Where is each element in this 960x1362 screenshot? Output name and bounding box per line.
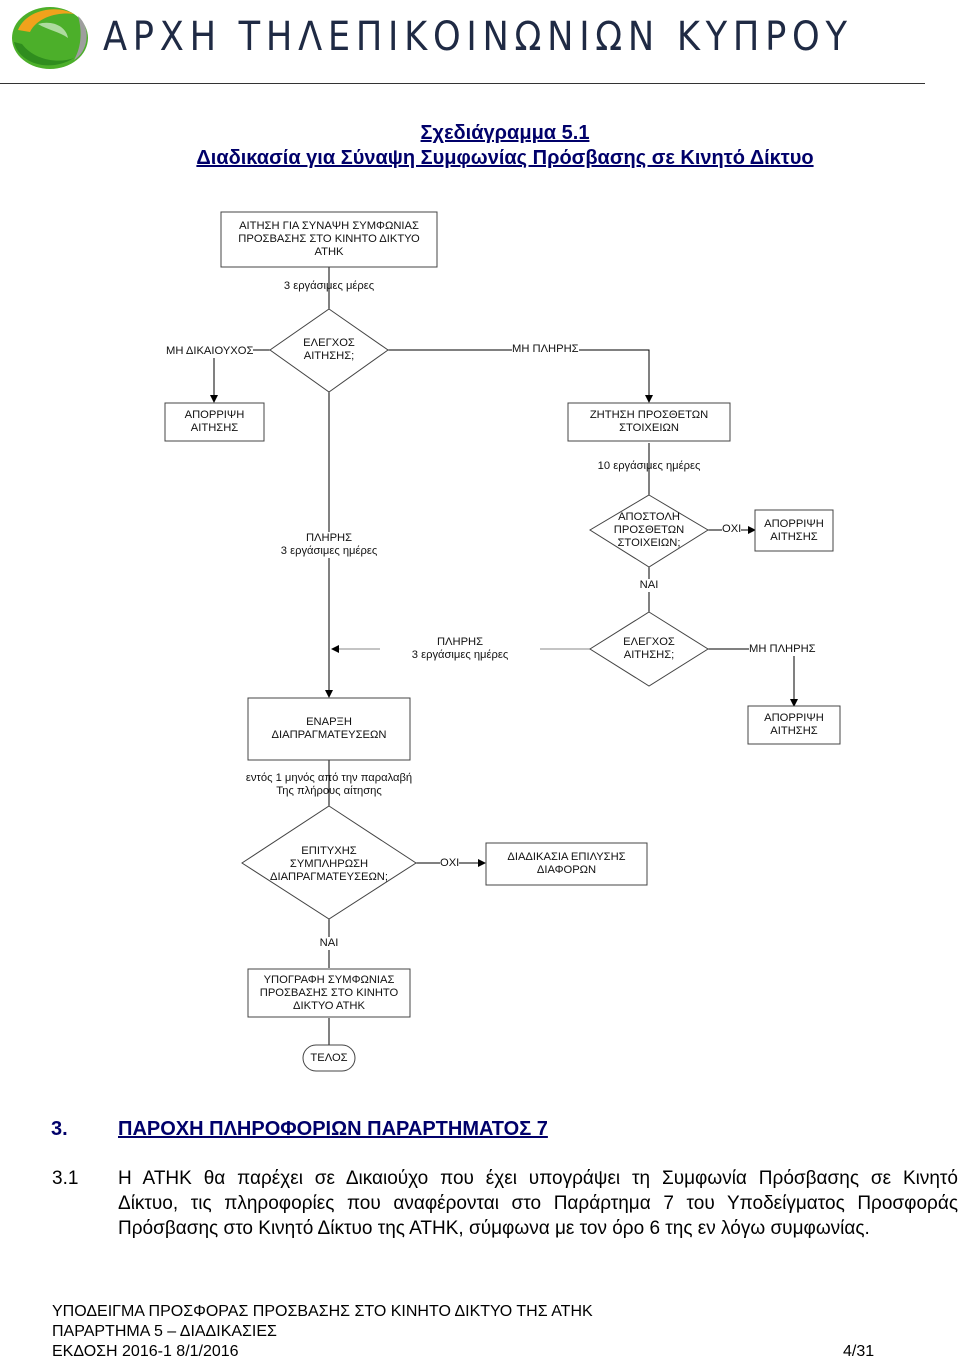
node-text: ΑΙΤΗΣΗΣ — [770, 725, 818, 737]
node-text: ΔΙΑΦΟΡΩΝ — [536, 864, 597, 876]
start-negotiations-box: ΕΝΑΡΞΗ ΔΙΑΠΡΑΓΜΑΤΕΥΣΕΩΝ — [248, 698, 410, 760]
label-line: ΠΛΗΡΗΣ — [305, 532, 353, 544]
request-more-data-box: ΖΗΤΗΣΗ ΠΡΟΣΘΕΤΩΝ ΣΤΟΙΧΕΙΩΝ — [568, 403, 730, 441]
label-not-complete-2: ΜΗ ΠΛΗΡΗΣ — [749, 643, 816, 656]
node-text: ΣΥΜΠΛΗΡΩΣΗ — [289, 857, 369, 870]
label-complete-2: ΠΛΗΡΗΣ 3 εργάσιμες ημέρες — [380, 636, 540, 662]
node-text: ΕΝΑΡΞΗ — [306, 716, 352, 728]
label-no-1: ΟΧΙ — [722, 523, 742, 536]
node-text: ΣΤΟΙΧΕΙΩΝ; — [617, 536, 681, 549]
successful-completion-decision: ΕΠΙΤΥΧΗΣ ΣΥΜΠΛΗΡΩΣΗ ΔΙΑΠΡΑΓΜΑΤΕΥΣΕΩΝ; — [250, 843, 408, 885]
flowchart-connectors — [164, 211, 841, 1072]
label-no-2: ΟΧΙ — [440, 857, 460, 870]
application-box: ΑΙΤΗΣΗ ΓΙΑ ΣΥΝΑΨΗ ΣΥΜΦΩΝΙΑΣ ΠΡΟΣΒΑΣΗΣ ΣΤ… — [221, 212, 437, 267]
end-terminal: ΤΕΛΟΣ — [310, 1051, 348, 1064]
paragraph-number: 3.1 — [52, 1168, 79, 1189]
label-yes-2: ΝΑΙ — [309, 937, 349, 950]
organization-title: ΑΡΧΗ ΤΗΛΕΠΙΚΟΙΝΩΝΙΩΝ ΚΥΠΡΟΥ — [103, 14, 853, 60]
label-line: 3 εργάσιμες ημέρες — [280, 545, 378, 557]
node-text: ΥΠΟΓΡΑΦΗ ΣΥΜΦΩΝΙΑΣ — [263, 973, 395, 986]
footer-page-number: 4/31 — [843, 1343, 875, 1360]
node-text: ΕΠΙΤΥΧΗΣ — [301, 844, 357, 857]
node-text: ΑΙΤΗΣΗΣ; — [623, 649, 675, 661]
node-text: ΑΠΟΡΡΙΨΗ — [764, 517, 824, 530]
reject-application-box-3: ΑΠΟΡΡΙΨΗ ΑΙΤΗΣΗΣ — [748, 706, 840, 744]
figure-title-line1: Σχεδιάγραμμα 5.1 — [420, 122, 590, 144]
node-text: ΠΡΟΣΘΕΤΩΝ — [613, 523, 685, 536]
node-text: ΑΙΤΗΣΗΣ; — [303, 350, 355, 362]
node-text: ΑΠΟΣΤΟΛΗ — [618, 510, 680, 523]
label-line: Της πλήρους αίτησης — [276, 785, 382, 797]
node-text: ΑΙΤΗΣΗΣ — [190, 422, 239, 434]
node-text: ΖΗΤΗΣΗ ΠΡΟΣΘΕΤΩΝ — [589, 409, 709, 421]
label-line: εντός 1 μηνός από την παραλαβή — [245, 772, 413, 784]
reject-application-box-1: ΑΠΟΡΡΙΨΗ ΑΙΤΗΣΗΣ — [165, 403, 264, 441]
atik-logo — [8, 2, 92, 72]
node-text: ΑΠΟΡΡΙΨΗ — [764, 712, 824, 724]
label-10-working-days: 10 εργάσιμες ημέρες — [597, 460, 701, 472]
label-within-1-month: εντός 1 μηνός από την παραλαβή Της πλήρο… — [199, 772, 459, 798]
node-text: ΔΙΑΔΙΚΑΣΙΑ ΕΠΙΛΥΣΗΣ — [507, 851, 626, 863]
node-text: ΕΛΕΓΧΟΣ — [623, 636, 675, 648]
section-title: ΠΑΡΟΧΗ ΠΛΗΡΟΦΟΡΙΩΝ ΠΑΡΑΡΤΗΜΑΤΟΣ 7 — [118, 1118, 548, 1140]
check-application-decision: ΕΛΕΓΧΟΣ ΑΙΤΗΣΗΣ; — [270, 330, 388, 370]
node-text: ΠΡΟΣΒΑΣΗΣ ΣΤΟ ΚΙΝΗΤΟ ΔΙΚΤΥΟ — [238, 233, 420, 245]
label-not-holder: ΜΗ ΔΙΚΑΙΟΥΧΟΣ — [166, 345, 254, 358]
label-3-working-days: 3 εργάσιμες μέρες — [283, 280, 375, 292]
header-divider — [0, 83, 925, 84]
node-text: ΑΙΤΗΣΗΣ — [770, 530, 818, 543]
node-text: ΔΙΚΤΥΟ ΑΤΗΚ — [293, 999, 365, 1012]
label-line: ΠΛΗΡΗΣ — [436, 636, 484, 648]
paragraph-line-1: Η ΑΤΗΚ θα παρέχει σε Δικαιούχο που έχει … — [118, 1168, 958, 1189]
node-text: ΠΡΟΣΒΑΣΗΣ ΣΤΟ ΚΙΝΗΤΟ — [259, 986, 399, 999]
label-yes-1: ΝΑΙ — [629, 579, 669, 592]
dispute-resolution-box: ΔΙΑΔΙΚΑΣΙΑ ΕΠΙΛΥΣΗΣ ΔΙΑΦΟΡΩΝ — [486, 843, 647, 885]
node-text: ΕΛΕΓΧΟΣ — [303, 337, 355, 349]
figure-title-line2: Διαδικασία για Σύναψη Συμφωνίας Πρόσβαση… — [196, 147, 814, 169]
node-text: ΑΤΗΚ — [314, 246, 344, 258]
sign-agreement-box: ΥΠΟΓΡΑΦΗ ΣΥΜΦΩΝΙΑΣ ΠΡΟΣΒΑΣΗΣ ΣΤΟ ΚΙΝΗΤΟ … — [248, 969, 410, 1017]
atik-globe-logo-icon — [12, 7, 88, 69]
label-line: 3 εργάσιμες ημέρες — [411, 649, 509, 661]
paragraph-line-2: Δίκτυο, τις πληροφορίες που αναφέρονται … — [118, 1193, 958, 1214]
footer-document-title: ΥΠΟΔΕΙΓΜΑ ΠΡΟΣΦΟΡΑΣ ΠΡΟΣΒΑΣΗΣ ΣΤΟ ΚΙΝΗΤΟ… — [52, 1303, 593, 1320]
footer-annex: ΠΑΡΑΡΤΗΜΑ 5 – ΔΙΑΔΙΚΑΣΙΕΣ — [52, 1323, 277, 1340]
node-text: ΣΤΟΙΧΕΙΩΝ — [619, 422, 679, 434]
node-text: ΔΙΑΠΡΑΓΜΑΤΕΥΣΕΩΝ — [271, 729, 387, 741]
sent-more-data-decision: ΑΠΟΣΤΟΛΗ ΠΡΟΣΘΕΤΩΝ ΣΤΟΙΧΕΙΩΝ; — [590, 508, 708, 552]
label-not-complete-1: ΜΗ ΠΛΗΡΗΣ — [512, 343, 579, 356]
section-heading: 3. ΠΑΡΟΧΗ ΠΛΗΡΟΦΟΡΙΩΝ ΠΑΡΑΡΤΗΜΑΤΟΣ 7 — [51, 1118, 548, 1141]
node-text: ΑΠΟΡΡΙΨΗ — [184, 409, 245, 421]
node-text: ΔΙΑΠΡΑΓΜΑΤΕΥΣΕΩΝ; — [269, 870, 388, 883]
node-text: ΑΙΤΗΣΗ ΓΙΑ ΣΥΝΑΨΗ ΣΥΜΦΩΝΙΑΣ — [239, 220, 419, 232]
label-complete-1: ΠΛΗΡΗΣ 3 εργάσιμες ημέρες — [229, 532, 429, 558]
section-number: 3. — [51, 1118, 68, 1140]
paragraph-line-3: Πρόσβασης στο Κινητό Δίκτυο της ΑΤΗΚ, σύ… — [118, 1218, 870, 1239]
check-application-decision-2: ΕΛΕΓΧΟΣ ΑΙΤΗΣΗΣ; — [590, 629, 708, 669]
footer-edition: ΕΚΔΟΣΗ 2016-1 8/1/2016 — [52, 1343, 239, 1360]
reject-application-box-2: ΑΠΟΡΡΙΨΗ ΑΙΤΗΣΗΣ — [755, 510, 833, 551]
